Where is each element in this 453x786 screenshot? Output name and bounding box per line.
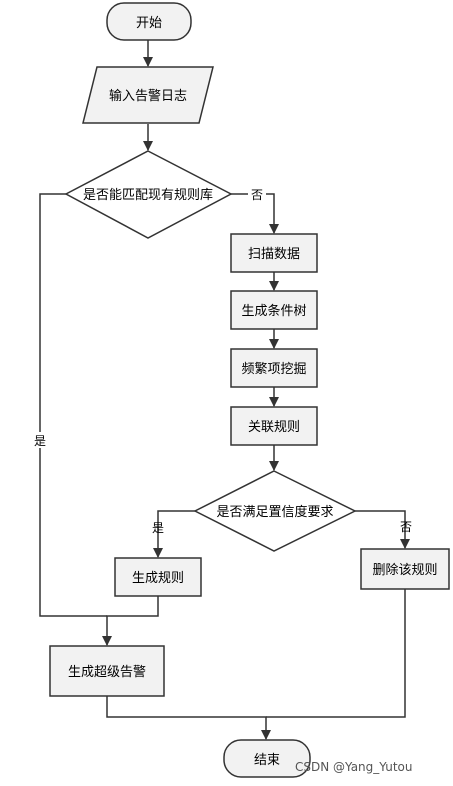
gen-rule-box — [114, 557, 202, 597]
edge-delete-end — [266, 589, 406, 718]
edge-conf-yes — [153, 510, 195, 558]
gen-rule-label: 生成规则 — [132, 571, 184, 586]
input-log-shape — [82, 66, 214, 124]
end-terminator — [223, 739, 311, 778]
assoc-rules-box — [230, 406, 318, 446]
match-no-bg — [248, 186, 266, 202]
assoc-rules-label: 关联规则 — [248, 420, 300, 435]
end-label: 结束 — [254, 753, 280, 768]
watermark: CSDN @Yang_Yutou — [295, 760, 413, 774]
gen-tree-box — [230, 290, 318, 330]
connectors — [39, 40, 410, 740]
conf-no-label: 否 — [400, 520, 412, 534]
gen-super-alert-box — [49, 645, 165, 697]
confidence-decision-label: 是否满足置信度要求 — [216, 504, 333, 520]
gen-super-alert-label: 生成超级告警 — [68, 664, 146, 680]
input-log-label: 输入告警日志 — [109, 88, 187, 104]
match-no-label: 否 — [251, 188, 263, 202]
edge-match-no — [231, 193, 279, 234]
mine-frequent-box — [230, 348, 318, 388]
mine-frequent-label: 频繁项挖掘 — [241, 361, 306, 377]
confidence-decision-shape — [193, 470, 357, 552]
scan-data-box — [230, 233, 318, 273]
scan-data-label: 扫描数据 — [248, 247, 300, 262]
match-yes-label: 是 — [34, 434, 46, 448]
edge-match-yes — [39, 193, 107, 617]
match-decision-label: 是否能匹配现有规则库 — [83, 187, 213, 203]
delete-rule-label: 删除该规则 — [372, 563, 437, 578]
edge-conf-no — [355, 510, 410, 549]
conf-yes-label: 是 — [152, 521, 164, 535]
edge-super-end — [106, 696, 271, 740]
edge-rule-super — [102, 596, 159, 646]
delete-rule-box — [360, 548, 450, 590]
match-yes-bg — [31, 432, 49, 448]
match-decision-shape — [64, 150, 233, 239]
gen-tree-label: 生成条件树 — [241, 303, 306, 319]
start-terminator — [106, 2, 192, 41]
start-label: 开始 — [136, 16, 162, 31]
